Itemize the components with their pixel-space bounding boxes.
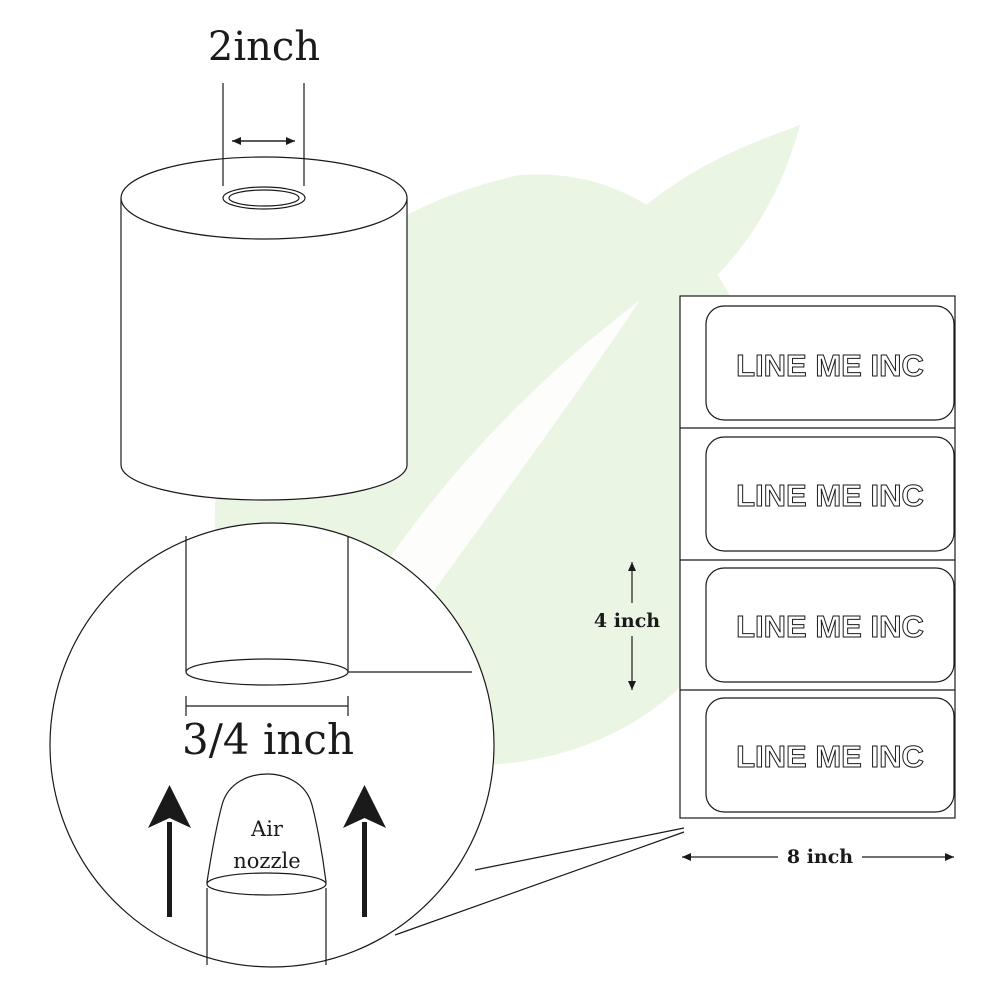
label-strip-dividers [680, 427, 955, 691]
label-3-text: LINE ME INC [736, 609, 924, 644]
roll-top-face [120, 156, 408, 240]
airflow-arrow-left [148, 785, 191, 917]
nozzle-dimension-label: 3/4 inch [182, 715, 354, 764]
label-1: LINE ME INC [705, 305, 955, 421]
label-4-text: LINE ME INC [736, 739, 924, 774]
zoom-callout-lines [394, 827, 685, 936]
nozzle-label-line2: nozzle [233, 849, 300, 873]
core-dimension-label: 2inch [208, 24, 320, 70]
air-nozzle [206, 773, 327, 965]
paper-roll [120, 156, 408, 501]
label-4: LINE ME INC [705, 697, 955, 813]
airflow-arrow-right [343, 785, 386, 917]
roll-core-outer [222, 186, 306, 210]
core-dimension [222, 83, 305, 186]
label-1-text: LINE ME INC [736, 348, 924, 383]
width-dimension-label: 8 inch [787, 846, 853, 868]
label-2-text: LINE ME INC [736, 478, 924, 513]
roll-core-inner [228, 189, 300, 207]
zoom-circle [49, 522, 495, 968]
nozzle-label-line1: Air [250, 817, 284, 841]
nozzle-dimension [185, 696, 349, 716]
zoom-core-tube [185, 536, 472, 686]
height-dimension-label: 4 inch [594, 610, 660, 632]
label-3: LINE ME INC [705, 567, 955, 683]
label-2: LINE ME INC [705, 436, 955, 552]
roll-body [120, 198, 408, 501]
